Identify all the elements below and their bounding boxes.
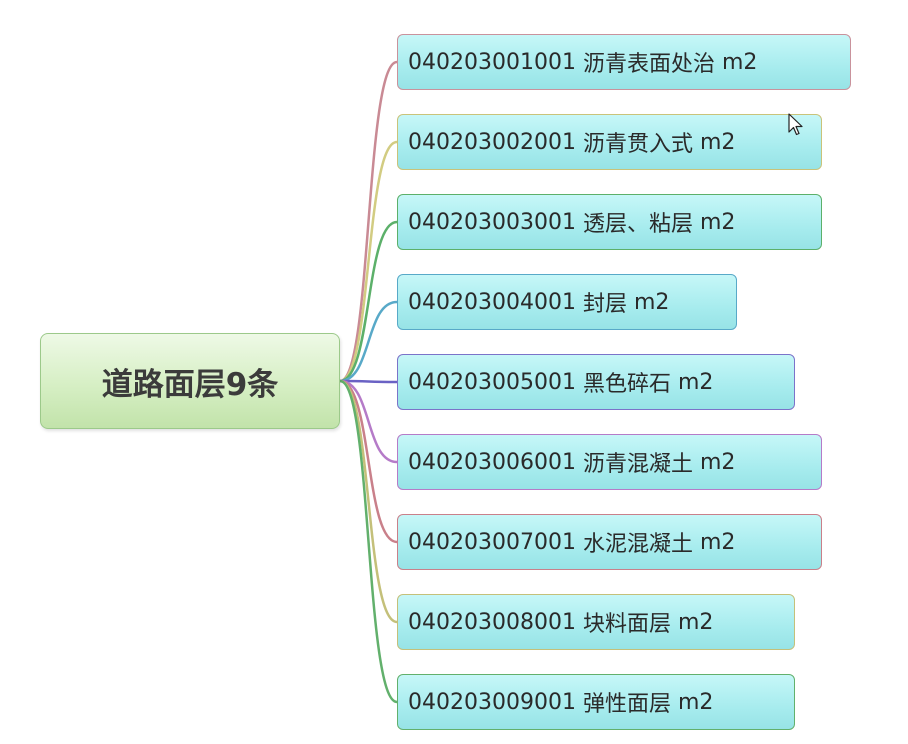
leaf-unit: m2 xyxy=(677,689,714,715)
leaf-name: 块料面层 xyxy=(582,612,671,637)
leaf-name: 黑色碎石 xyxy=(582,372,671,397)
branch-line-9 xyxy=(339,379,398,704)
leaf-name: 沥青贯入式 xyxy=(582,132,693,157)
branch-line-3 xyxy=(339,220,398,383)
leaf-unit: m2 xyxy=(699,129,736,155)
mouse-pointer-icon xyxy=(788,113,803,136)
leaf-node-6[interactable]: 040203006001 沥青混凝土 m2 xyxy=(397,434,822,490)
leaf-unit: m2 xyxy=(677,369,714,395)
leaf-name: 封层 xyxy=(582,292,627,317)
leaf-code: 040203008001 xyxy=(408,609,576,635)
leaf-name: 弹性面层 xyxy=(582,692,671,717)
branch-line-5 xyxy=(339,379,398,384)
leaf-unit: m2 xyxy=(699,209,736,235)
leaf-unit: m2 xyxy=(721,49,758,75)
leaf-node-4[interactable]: 040203004001 封层 m2 xyxy=(397,274,737,330)
leaf-node-2[interactable]: 040203002001 沥青贯入式 m2 xyxy=(397,114,822,170)
leaf-node-7[interactable]: 040203007001 水泥混凝土 m2 xyxy=(397,514,822,570)
leaf-unit: m2 xyxy=(633,289,670,315)
leaf-code: 040203006001 xyxy=(408,449,576,475)
branch-line-7 xyxy=(339,379,398,544)
leaf-code: 040203009001 xyxy=(408,689,576,715)
leaf-node-3[interactable]: 040203003001 透层、粘层 m2 xyxy=(397,194,822,250)
leaf-code: 040203003001 xyxy=(408,209,576,235)
leaf-name: 沥青混凝土 xyxy=(582,452,693,477)
leaf-code: 040203007001 xyxy=(408,529,576,555)
leaf-code: 040203005001 xyxy=(408,369,576,395)
leaf-name: 透层、粘层 xyxy=(582,212,693,237)
leaf-code: 040203002001 xyxy=(408,129,576,155)
leaf-node-9[interactable]: 040203009001 弹性面层 m2 xyxy=(397,674,795,730)
branch-line-4 xyxy=(339,300,398,383)
leaf-unit: m2 xyxy=(699,529,736,555)
leaf-code: 040203004001 xyxy=(408,289,576,315)
leaf-name: 水泥混凝土 xyxy=(582,532,693,557)
leaf-node-5[interactable]: 040203005001 黑色碎石 m2 xyxy=(397,354,795,410)
leaf-unit: m2 xyxy=(699,449,736,475)
leaf-name: 沥青表面处治 xyxy=(582,52,715,77)
branch-line-1 xyxy=(339,60,398,383)
leaf-node-8[interactable]: 040203008001 块料面层 m2 xyxy=(397,594,795,650)
root-node[interactable]: 道路面层9条 xyxy=(40,333,340,429)
branch-line-2 xyxy=(339,140,398,383)
leaf-node-1[interactable]: 040203001001 沥青表面处治 m2 xyxy=(397,34,851,90)
branch-line-6 xyxy=(339,379,398,464)
leaf-code: 040203001001 xyxy=(408,49,576,75)
leaf-unit: m2 xyxy=(677,609,714,635)
root-node-label: 道路面层9条 xyxy=(101,366,279,403)
branch-line-8 xyxy=(339,379,398,624)
